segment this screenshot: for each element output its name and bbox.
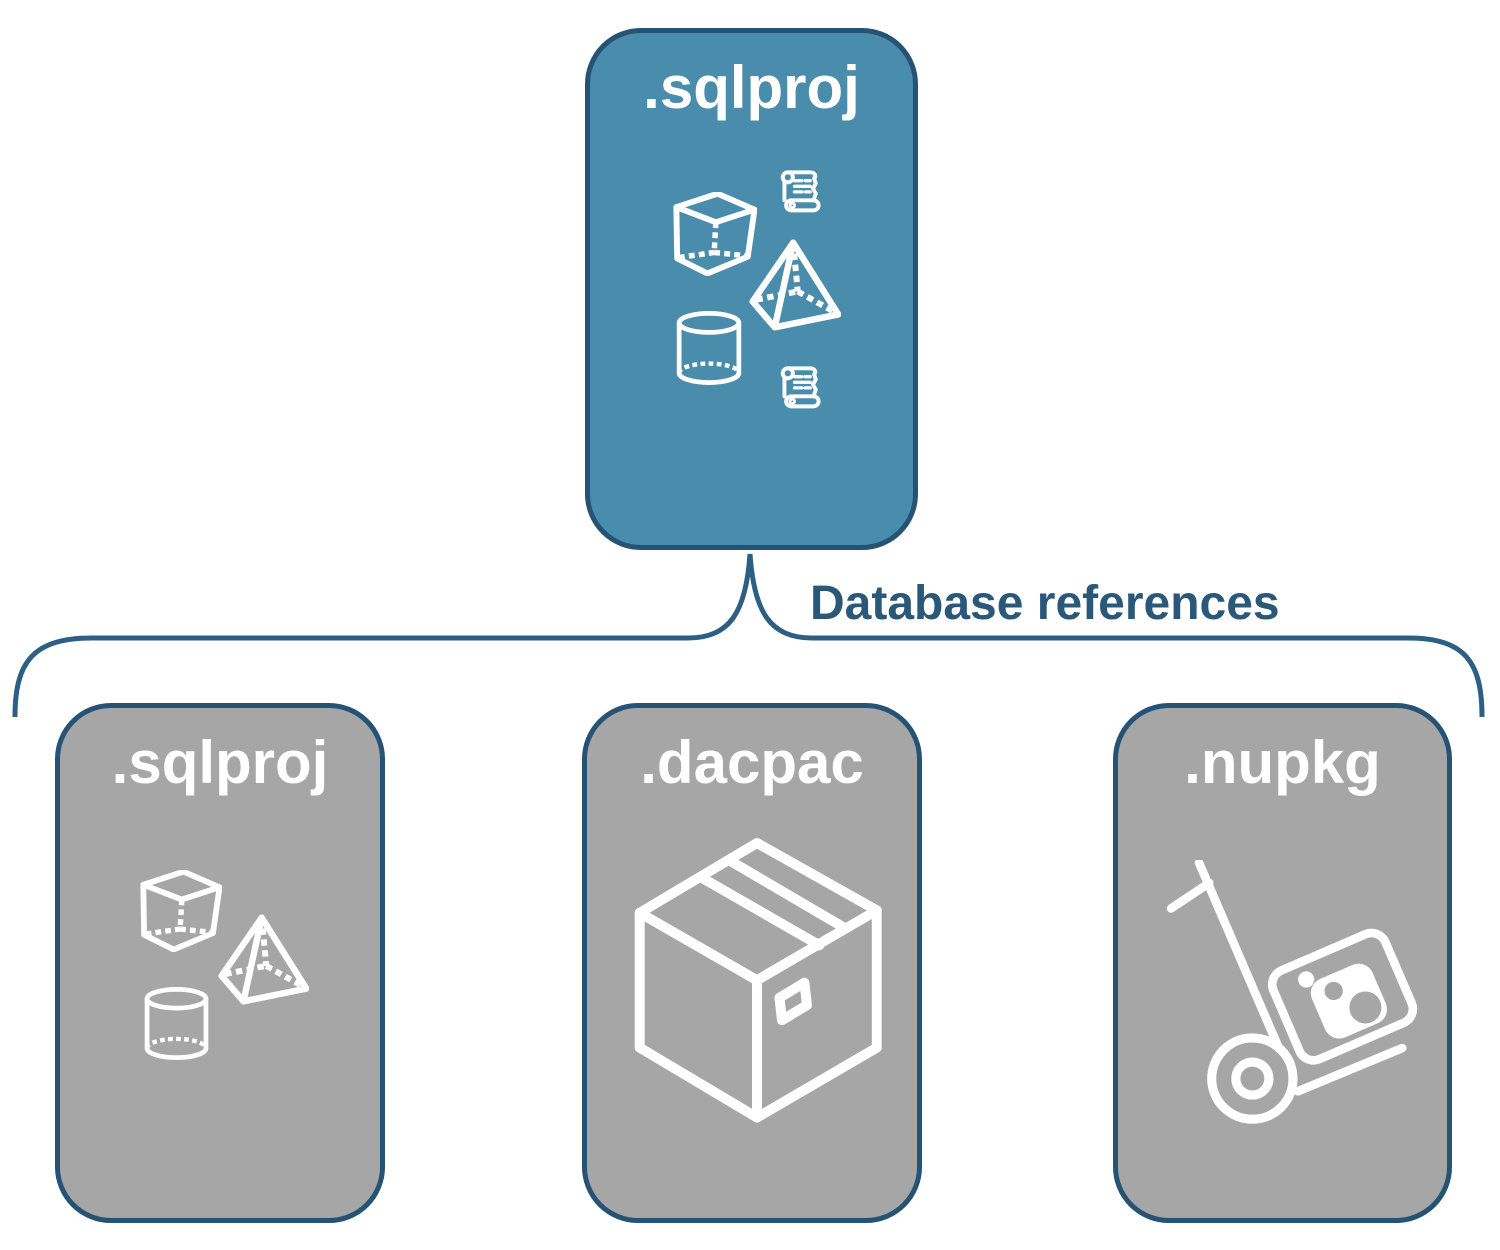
bottom-card-sqlproj: .sqlproj — [55, 703, 385, 1223]
bottom-card-sqlproj-label: .sqlproj — [111, 729, 329, 796]
bottom-card-dacpac: .dacpac — [582, 703, 922, 1223]
package-box-icon — [632, 838, 882, 1125]
cylinder-icon — [143, 986, 210, 1063]
bottom-card-nupkg-label: .nupkg — [1184, 729, 1381, 796]
cube-icon — [140, 870, 222, 952]
cube-icon — [673, 192, 757, 276]
scroll-icon — [771, 165, 827, 221]
cylinder-icon — [675, 310, 743, 388]
scroll-icon — [771, 361, 827, 417]
hand-truck-package-icon — [1166, 860, 1420, 1127]
connector-label: Database references — [810, 577, 1280, 630]
pyramid-icon — [215, 914, 312, 1005]
top-card-sqlproj: .sqlproj — [585, 28, 918, 550]
top-card-label: .sqlproj — [643, 54, 860, 121]
bottom-card-nupkg: .nupkg — [1113, 703, 1452, 1223]
bottom-card-dacpac-label: .dacpac — [640, 729, 864, 796]
pyramid-icon — [746, 239, 844, 331]
